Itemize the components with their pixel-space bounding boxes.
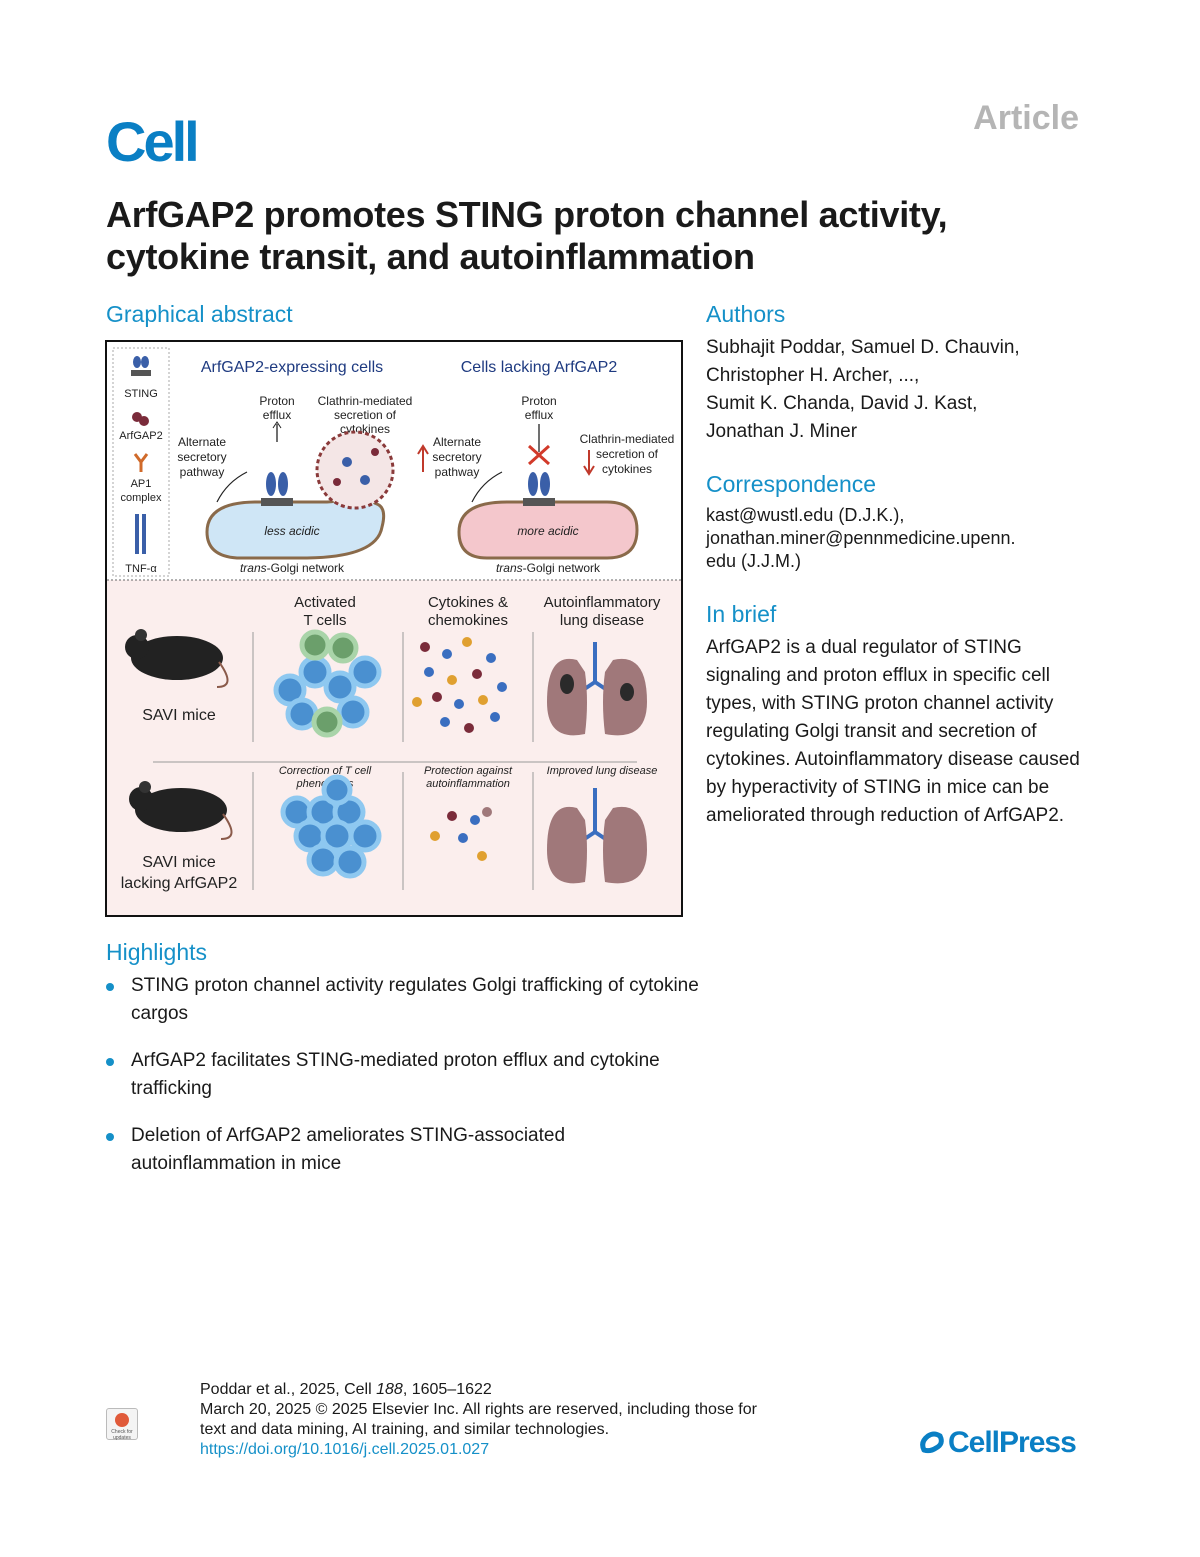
article-title: ArfGAP2 promotes STING proton channel ac… xyxy=(106,194,948,277)
column-header: Autoinflammatory xyxy=(544,594,661,611)
doi-link[interactable]: https://doi.org/10.1016/j.cell.2025.01.0… xyxy=(200,1441,490,1458)
row2-caption: Correction of T cell xyxy=(279,765,372,777)
column-header: Activated xyxy=(294,594,356,611)
down-arrow-icon xyxy=(583,450,595,476)
alternate-label: Alternate xyxy=(178,435,226,449)
highlight-item: Deletion of ArfGAP2 ameliorates STING-as… xyxy=(106,1122,706,1178)
t-cells-cluster xyxy=(273,629,382,738)
highlight-item: ArfGAP2 facilitates STING-mediated proto… xyxy=(106,1047,706,1103)
t-cells-cluster xyxy=(280,774,382,879)
author-line: Sumit K. Chanda, David J. Kast, xyxy=(706,393,978,414)
blocked-x-icon xyxy=(527,444,551,466)
legend-label: AP1 xyxy=(131,478,152,490)
email-line: kast@wustl.edu (D.J.K.), xyxy=(706,505,905,525)
journal-logo: Cell xyxy=(106,110,200,173)
graphical-abstract-figure: STING ArfGAP2 AP1 complex TNF-α ArfGAP2-… xyxy=(105,340,683,917)
clathrin-label: secretion of xyxy=(596,447,659,461)
organelle-label: trans-Golgi network xyxy=(496,561,601,575)
article-type-label: Article xyxy=(973,99,1079,137)
alternate-label: secretory xyxy=(432,450,481,464)
graphical-abstract-heading: Graphical abstract xyxy=(106,301,293,327)
arfgap2-legend-icon xyxy=(132,412,149,426)
sting-legend-icon xyxy=(131,356,151,376)
correspondence-emails[interactable]: kast@wustl.edu (D.J.K.), jonathan.miner@… xyxy=(706,504,1096,573)
bullet-icon xyxy=(106,1133,114,1141)
bullet-icon xyxy=(106,983,114,991)
tnf-alpha-legend-icon xyxy=(135,514,146,554)
author-line: Subhajit Poddar, Samuel D. Chauvin, xyxy=(706,337,1020,358)
authors-list: Subhajit Poddar, Samuel D. Chauvin, Chri… xyxy=(706,334,1096,446)
legend-label: STING xyxy=(124,388,158,400)
row2-caption: Improved lung disease xyxy=(547,765,658,777)
alternate-label: secretory xyxy=(177,450,226,464)
highlights-list: STING proton channel activity regulates … xyxy=(106,972,706,1197)
clathrin-label: Clathrin-mediated xyxy=(580,432,675,446)
authors-heading: Authors xyxy=(706,301,786,327)
right-panel-title: Cells lacking ArfGAP2 xyxy=(461,359,618,376)
row2-label: lacking ArfGAP2 xyxy=(121,875,238,892)
sting-channel-icon xyxy=(523,472,555,506)
up-arrow-icon xyxy=(417,444,429,472)
row2-caption: autoinflammation xyxy=(426,778,510,790)
legend-label: TNF-α xyxy=(125,563,157,575)
correspondence-heading: Correspondence xyxy=(706,471,877,497)
row2-caption: Protection against xyxy=(424,765,513,777)
column-header: chemokines xyxy=(428,612,508,629)
alternate-label: pathway xyxy=(180,465,225,479)
alternate-label: pathway xyxy=(435,465,480,479)
row1-label: SAVI mice xyxy=(142,707,216,724)
highlight-item: STING proton channel activity regulates … xyxy=(106,972,706,1028)
clathrin-label: Clathrin-mediated xyxy=(318,394,413,408)
mouse-icon xyxy=(125,629,229,688)
in-brief-heading: In brief xyxy=(706,601,777,627)
clathrin-label: secretion of xyxy=(334,408,397,422)
proton-label: Proton xyxy=(259,394,294,408)
check-updates-icon xyxy=(115,1413,129,1427)
inflamed-lungs-icon xyxy=(547,642,647,736)
acidity-label: less acidic xyxy=(264,524,319,538)
column-header: lung disease xyxy=(560,612,644,629)
cytokine-dots xyxy=(412,637,507,733)
email-line: jonathan.miner@pennmedicine.upenn. xyxy=(706,528,1016,548)
footer-citation: Poddar et al., 2025, Cell 188, 1605–1622… xyxy=(200,1380,840,1460)
clathrin-vesicle-icon xyxy=(315,430,395,510)
ap1-legend-icon xyxy=(133,453,149,472)
sting-channel-icon xyxy=(261,472,293,506)
left-panel-title: ArfGAP2-expressing cells xyxy=(201,359,383,376)
acidity-label: more acidic xyxy=(517,524,578,538)
check-for-updates-badge[interactable]: Check for updates xyxy=(106,1408,138,1441)
legend-label: ArfGAP2 xyxy=(119,430,162,442)
author-line: Jonathan J. Miner xyxy=(706,421,858,442)
legend-label: complex xyxy=(121,492,162,504)
author-line: Christopher H. Archer, ..., xyxy=(706,365,920,386)
cellpress-mark-icon xyxy=(920,1431,944,1454)
clathrin-label: cytokines xyxy=(602,462,652,476)
healthy-lungs-icon xyxy=(547,788,647,884)
column-header: T cells xyxy=(303,612,346,629)
email-line: edu (J.J.M.) xyxy=(706,551,802,571)
proton-label: efflux xyxy=(525,408,553,422)
organelle-label: trans-Golgi network xyxy=(240,561,345,575)
highlights-heading: Highlights xyxy=(106,939,207,965)
proton-label: Proton xyxy=(521,394,556,408)
bullet-icon xyxy=(106,1058,114,1066)
in-brief-text: ArfGAP2 is a dual regulator of STING sig… xyxy=(706,637,1080,826)
cytokine-dots xyxy=(430,807,492,861)
column-header: Cytokines & xyxy=(428,594,508,611)
mouse-icon xyxy=(129,781,233,840)
proton-label: efflux xyxy=(263,408,291,422)
cellpress-logo: CellPress xyxy=(918,1426,1077,1460)
row2-label: SAVI mice xyxy=(142,854,216,871)
alternate-label: Alternate xyxy=(433,435,481,449)
